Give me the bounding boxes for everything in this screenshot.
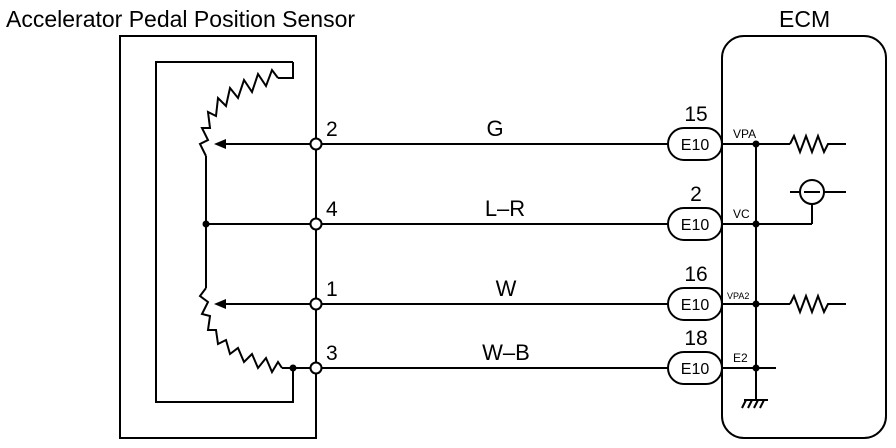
ecm-pin-number: 18 xyxy=(684,327,707,350)
connector-label: E10 xyxy=(681,361,710,378)
upper-potentiometer xyxy=(198,62,294,224)
lower-potentiometer xyxy=(198,224,316,375)
sensor-terminal-4 xyxy=(309,217,323,231)
ecm-pin-number: 2 xyxy=(690,183,702,206)
sensor-terminals xyxy=(309,137,323,375)
connector-label: E10 xyxy=(681,137,710,154)
ecm-pin-number: 16 xyxy=(684,263,707,286)
connector-label: E10 xyxy=(681,217,710,234)
ecm-pin-number: 15 xyxy=(684,103,707,126)
harness-wires xyxy=(322,143,668,369)
sensor-terminal-1 xyxy=(309,297,323,311)
connector-label: E10 xyxy=(681,297,710,314)
ecm-terminal-label: VC xyxy=(733,207,750,221)
ecm-title: ECM xyxy=(779,6,830,32)
ecm-housing xyxy=(721,35,887,439)
wire-color-label: G xyxy=(486,116,503,141)
lower-wiper-arrow xyxy=(214,299,316,309)
ecm-terminal-label: VPA xyxy=(733,127,756,141)
ecm-junction-dots xyxy=(752,140,760,372)
wire-color-label: W xyxy=(496,276,517,301)
sensor-terminal-3 xyxy=(309,361,323,375)
sensor-housing xyxy=(119,35,317,439)
sensor-pin-label: 2 xyxy=(326,118,338,141)
sensor-pin-label: 4 xyxy=(326,198,338,221)
sensor-title: Accelerator Pedal Position Sensor xyxy=(6,6,355,32)
upper-wiper-arrow xyxy=(214,139,316,149)
sensor-pin-label: 3 xyxy=(326,342,338,365)
ground-icon xyxy=(741,399,765,409)
ecm-terminal-label: VPA2 xyxy=(727,291,749,301)
ecm-terminal-label: E2 xyxy=(733,351,748,365)
sensor-pin-label: 1 xyxy=(326,278,338,301)
wire-color-label: W–B xyxy=(482,340,530,365)
sensor-ground-junction-dot xyxy=(289,364,297,372)
sensor-terminal-2 xyxy=(309,137,323,151)
wire-color-label: L–R xyxy=(485,196,525,221)
ecm-internal-wiring xyxy=(722,133,846,401)
